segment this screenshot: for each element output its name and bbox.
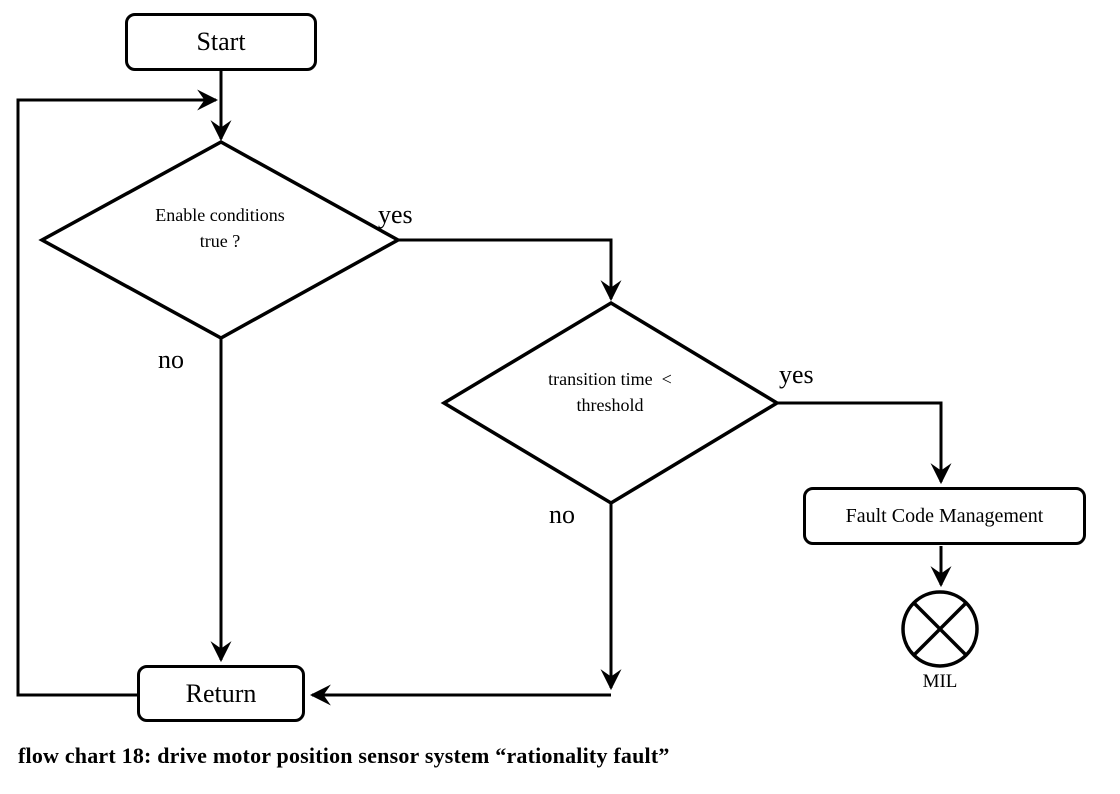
figure-caption: flow chart 18: drive motor position sens… bbox=[18, 743, 670, 768]
return-label: Return bbox=[185, 678, 257, 708]
transition-time-diamond bbox=[440, 300, 781, 506]
mil-lamp-icon bbox=[901, 590, 979, 668]
enable-yes-label: yes bbox=[378, 200, 413, 229]
return-node: Return bbox=[137, 665, 305, 722]
enable-conditions-line2: true ? bbox=[199, 231, 241, 251]
fault-code-management-node: Fault Code Management bbox=[803, 487, 1086, 545]
transition-time-line2: threshold bbox=[576, 395, 644, 415]
transition-time-text: transition time < threshold bbox=[460, 366, 760, 418]
enable-conditions-diamond bbox=[38, 140, 402, 340]
enable-conditions-text: Enable conditions true ? bbox=[70, 202, 370, 254]
fault-code-management-label: Fault Code Management bbox=[845, 504, 1044, 527]
enable-conditions-line1: Enable conditions bbox=[155, 205, 285, 225]
mil-label: MIL bbox=[922, 671, 958, 692]
enable-yes-edge bbox=[397, 238, 622, 302]
transition-yes-label: yes bbox=[779, 360, 814, 389]
enable-no-label: no bbox=[158, 345, 184, 374]
start-label: Start bbox=[196, 27, 246, 56]
transition-time-line1: transition time < bbox=[548, 369, 672, 389]
start-node: Start bbox=[125, 13, 317, 71]
transition-yes-edge bbox=[776, 401, 952, 485]
return-loop-back-edge bbox=[16, 89, 219, 697]
transition-no-label: no bbox=[549, 500, 575, 529]
